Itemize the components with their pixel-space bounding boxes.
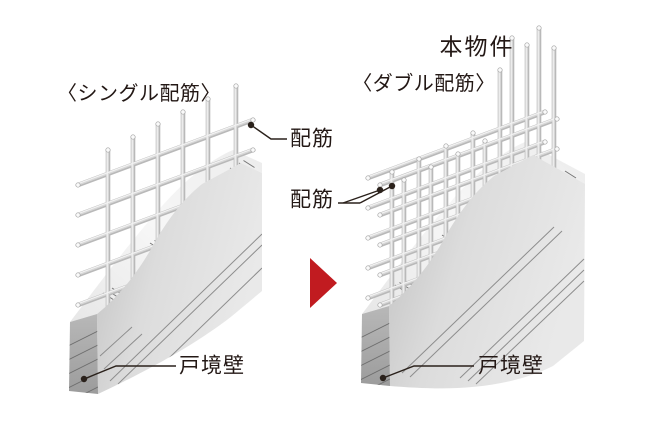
property-title: 本物件 xyxy=(439,34,515,60)
double-reinforcement-figure xyxy=(338,25,585,389)
rebar-leader-left xyxy=(247,121,287,140)
rebar-end-caps xyxy=(75,83,256,308)
wall-callout-right: 戸境壁 xyxy=(478,353,544,378)
wall-front-face xyxy=(389,155,585,389)
rebar-callout-left: 配筋 xyxy=(290,126,334,151)
rebar-leader-right xyxy=(338,182,396,204)
rebar-callout-right: 配筋 xyxy=(290,187,334,212)
wall-face-lines xyxy=(401,226,585,385)
wall-cut-surface xyxy=(70,150,262,322)
single-rebar-mesh xyxy=(75,83,256,332)
double-rebar-heading: 〈ダブル配筋〉 xyxy=(352,73,496,95)
single-rebar-heading: 〈シングル配筋〉 xyxy=(57,83,221,105)
wall-end-hatch xyxy=(361,321,390,386)
rebar-end-caps xyxy=(365,25,560,308)
wall-end-face xyxy=(361,306,390,386)
double-rebar-mesh xyxy=(365,25,560,338)
wall-end-face xyxy=(69,314,98,394)
wall-leader-left xyxy=(80,365,176,383)
wall-front-face xyxy=(97,163,262,394)
transition-arrow-icon xyxy=(310,258,337,308)
wall-callout-left: 戸境壁 xyxy=(179,353,245,378)
wall-leader-right xyxy=(379,365,474,382)
single-reinforcement-figure xyxy=(69,83,287,394)
